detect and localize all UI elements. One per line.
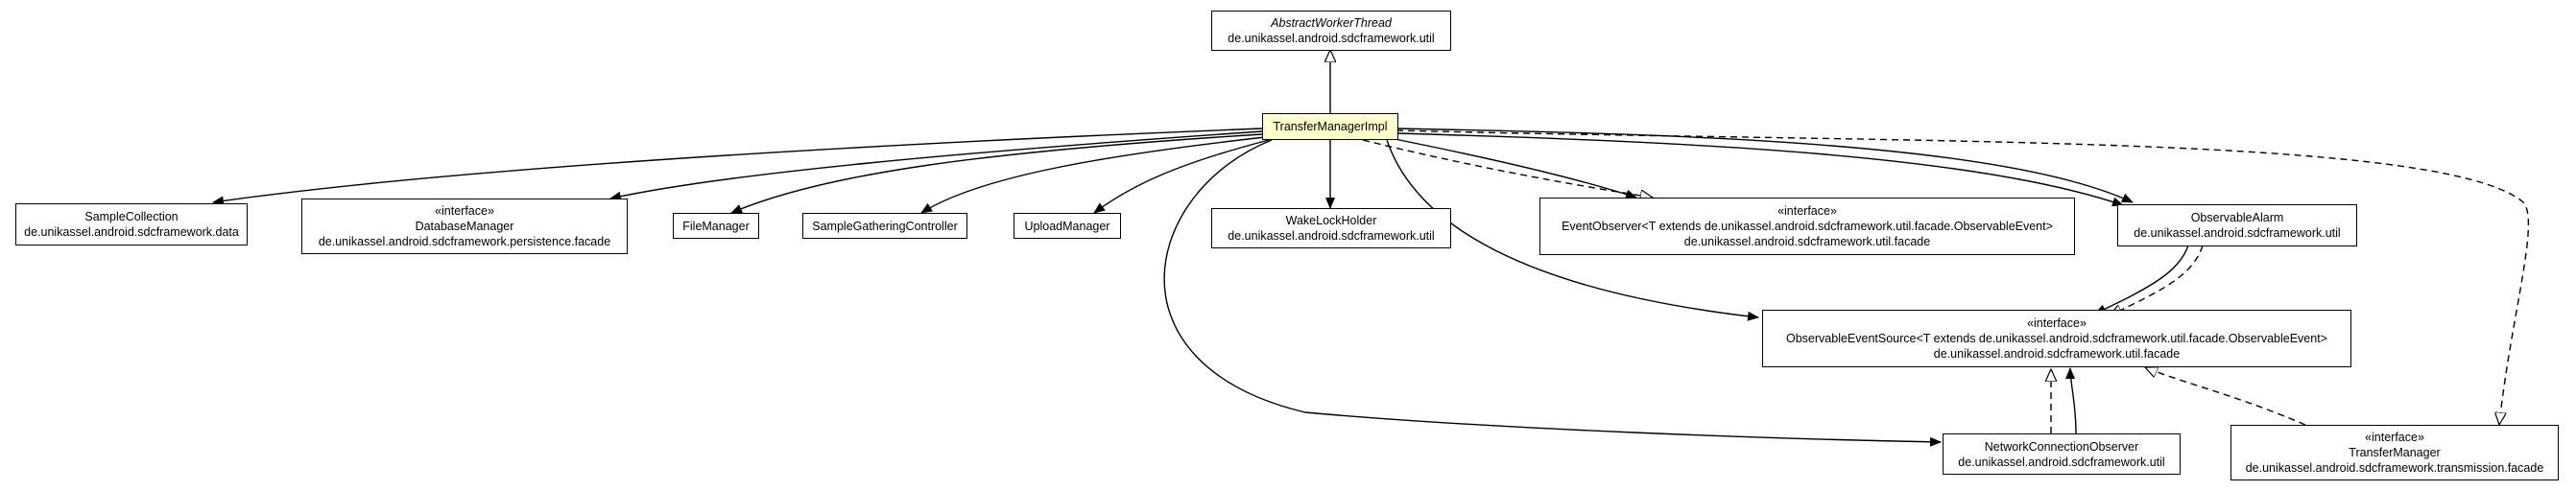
class-transfer-manager-impl[interactable]: TransferManagerImpl (1262, 113, 1398, 140)
class-network-connection-observer[interactable]: NetworkConnectionObserver de.unikassel.a… (1943, 433, 2181, 475)
class-name: AbstractWorkerThread (1271, 16, 1392, 30)
interface-stereotype: «interface» (435, 204, 494, 218)
edge-assoc-alarm-event-source (2094, 245, 2189, 315)
class-name: SampleGatheringController (812, 219, 958, 233)
class-name: FileManager (682, 219, 750, 233)
interface-stereotype: «interface» (2365, 431, 2424, 444)
class-upload-manager[interactable]: UploadManager (1014, 213, 1121, 239)
class-abstract-worker-thread[interactable]: AbstractWorkerThread de.unikassel.androi… (1211, 11, 1451, 51)
edge-assoc-observable-alarm-1 (1395, 128, 2134, 203)
class-name: ObservableEventSource<T extends de.unika… (1786, 332, 2327, 345)
class-name: NetworkConnectionObserver (1984, 439, 2139, 454)
edge-assoc-network-event-source (2065, 367, 2077, 434)
edge-assoc-file-manager (730, 133, 1263, 214)
class-package: de.unikassel.android.sdcframework.util.f… (1933, 347, 2181, 361)
class-name: EventObserver<T extends de.unikassel.and… (1562, 220, 2053, 233)
edge-impl-alarm-event-source (2110, 245, 2204, 316)
class-name: TransferManagerImpl (1273, 120, 1388, 133)
class-package: de.unikassel.android.sdcframework.data (24, 225, 239, 239)
class-package: de.unikassel.android.sdcframework.util (1228, 229, 1435, 243)
interface-database-manager[interactable]: «interface» DatabaseManager de.unikassel… (301, 199, 628, 254)
interface-stereotype: «interface» (1777, 204, 1837, 218)
edge-assoc-database-manager (609, 130, 1263, 201)
class-package: de.unikassel.android.sdcframework.persis… (318, 235, 611, 248)
edge-impl-transfer-manager-event-source (2145, 367, 2306, 426)
class-package: de.unikassel.android.sdcframework.util (2134, 226, 2341, 240)
class-wake-lock-holder[interactable]: WakeLockHolder de.unikassel.android.sdcf… (1211, 208, 1451, 248)
class-name: ObservableAlarm (2190, 211, 2284, 224)
class-observable-alarm[interactable]: ObservableAlarm de.unikassel.android.sdc… (2117, 204, 2357, 246)
interface-stereotype: «interface» (2027, 316, 2087, 330)
class-file-manager[interactable]: FileManager (673, 213, 759, 239)
class-sample-gathering-controller[interactable]: SampleGatheringController (802, 213, 967, 239)
interface-transfer-manager[interactable]: «interface» TransferManager de.unikassel… (2230, 425, 2559, 480)
edge-impl-event-observer (1362, 139, 1653, 198)
edge-impl-transfer-manager (1395, 129, 2530, 425)
interface-observable-event-source[interactable]: «interface» ObservableEventSource<T exte… (1762, 310, 2351, 367)
class-package: de.unikassel.android.sdcframework.util (1958, 455, 2165, 469)
class-name: DatabaseManager (415, 220, 514, 233)
edge-assoc-observable-alarm-2 (1395, 132, 2124, 207)
edge-assoc-observable-event-source (1386, 139, 1759, 321)
edge-assoc-event-observer (1370, 133, 1637, 199)
class-name: UploadManager (1024, 219, 1110, 233)
class-name: WakeLockHolder (1285, 214, 1377, 227)
class-sample-collection[interactable]: SampleCollection de.unikassel.android.sd… (15, 203, 248, 246)
class-name: TransferManager (2349, 446, 2441, 459)
interface-event-observer[interactable]: «interface» EventObserver<T extends de.u… (1539, 198, 2075, 255)
class-package: de.unikassel.android.sdcframework.transm… (2245, 461, 2544, 475)
edge-assoc-network-connection-observer (1163, 139, 1942, 447)
class-package: de.unikassel.android.sdcframework.util.f… (1683, 235, 1931, 248)
edge-assoc-sample-collection (212, 128, 1263, 206)
class-name: SampleCollection (84, 210, 179, 223)
edge-assoc-sample-gathering-controller (920, 136, 1266, 214)
class-package: de.unikassel.android.sdcframework.util (1228, 32, 1435, 45)
edge-assoc-upload-manager (1093, 139, 1270, 214)
